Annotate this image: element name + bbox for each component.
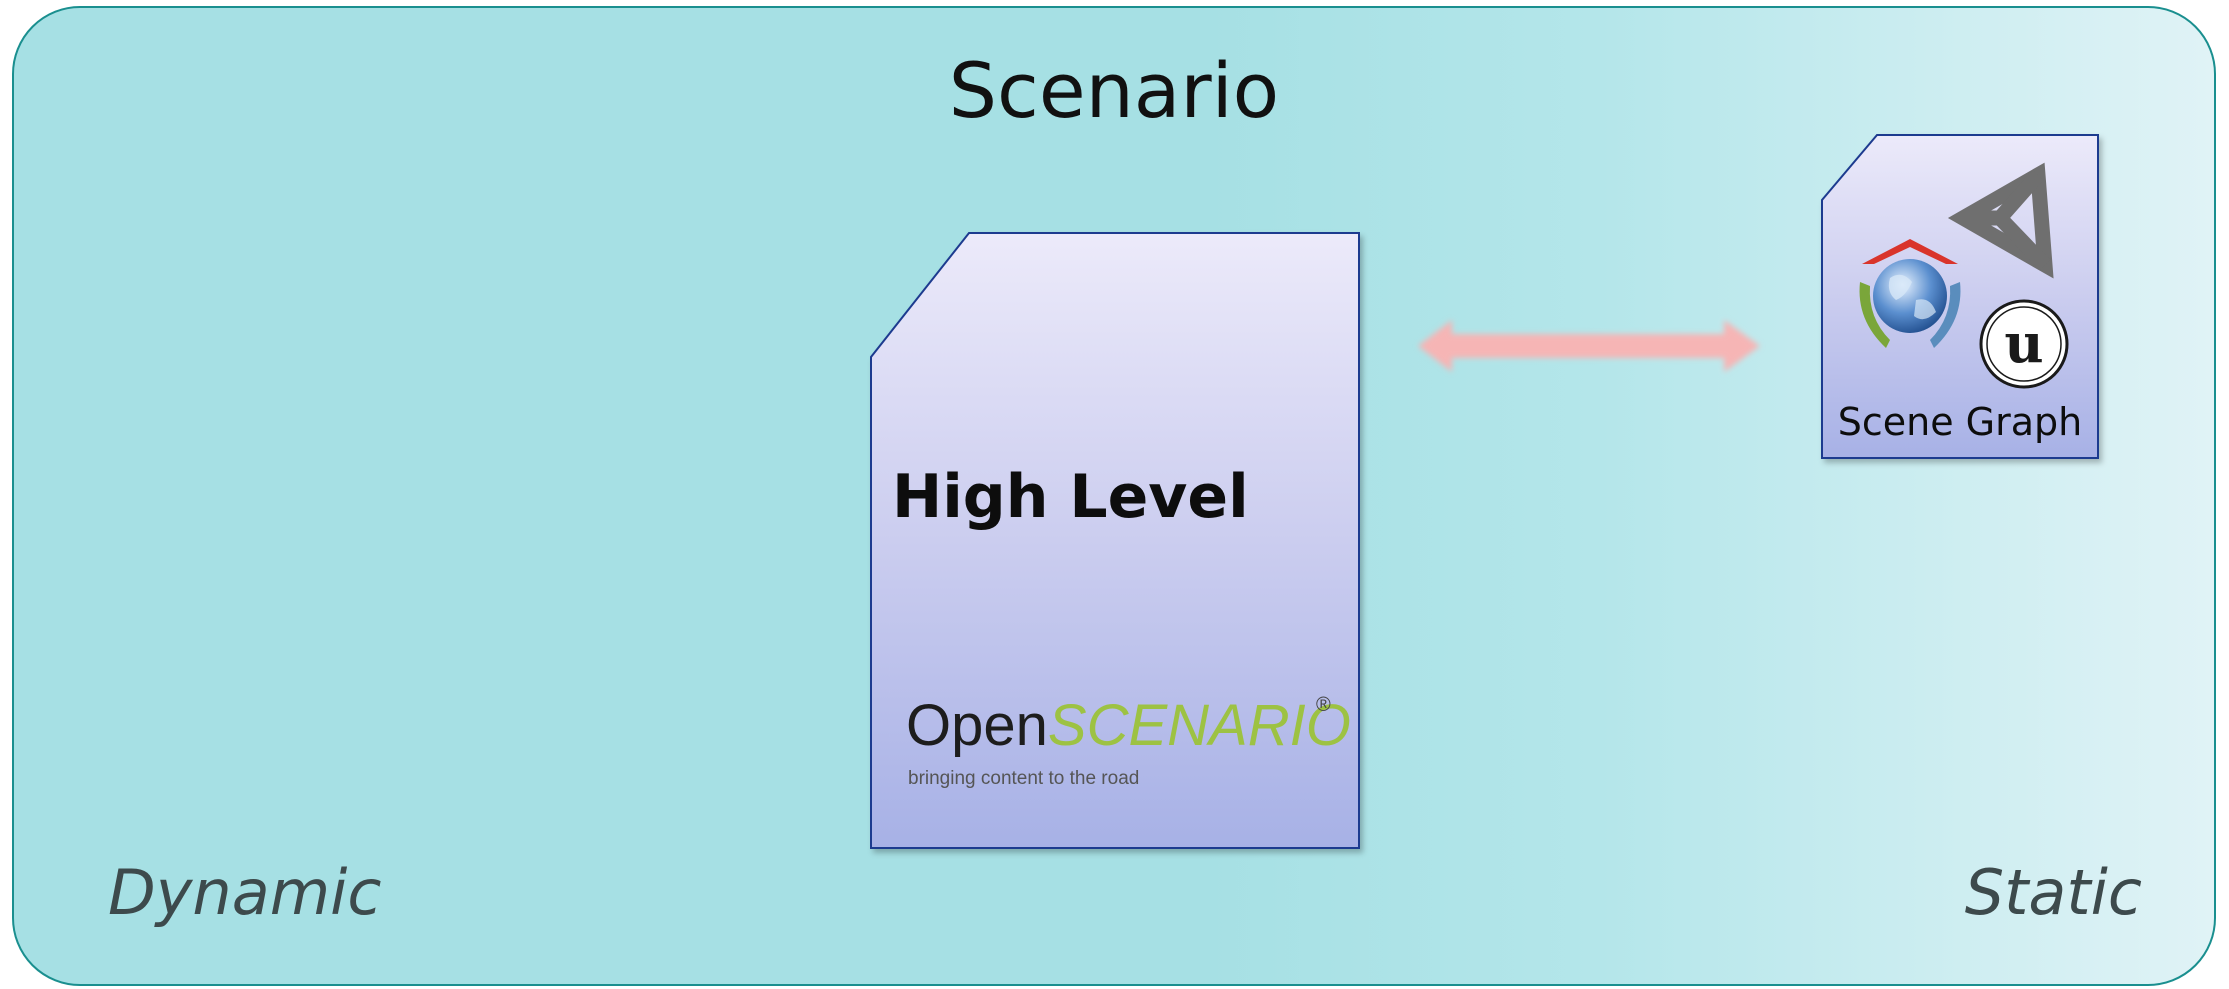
svg-text:u: u xyxy=(2004,311,2043,375)
logo-tagline: bringing content to the road xyxy=(908,768,1140,789)
scene-graph-caption: Scene Graph xyxy=(1837,400,2083,444)
scenario-title: Scenario xyxy=(948,46,1280,135)
logo-wordmark: OpenSCENARIO xyxy=(906,692,1351,759)
openscenario-logo: OpenSCENARIO ® bringing content to the r… xyxy=(906,692,1351,802)
high-level-card xyxy=(870,232,1360,849)
bidirectional-arrow xyxy=(1418,320,1760,372)
logo-scenario-text: SCENARIO xyxy=(1047,693,1351,758)
registered-mark: ® xyxy=(1316,694,1331,716)
unity-logo-icon xyxy=(1947,162,2054,279)
globe-house-icon xyxy=(1859,239,1961,348)
unreal-engine-icon: u xyxy=(1979,299,2069,389)
high-level-heading: High Level xyxy=(892,462,1249,532)
dynamic-label: Dynamic xyxy=(108,856,382,929)
static-label: Static xyxy=(1964,856,2142,929)
logo-open-text: Open xyxy=(906,693,1048,758)
